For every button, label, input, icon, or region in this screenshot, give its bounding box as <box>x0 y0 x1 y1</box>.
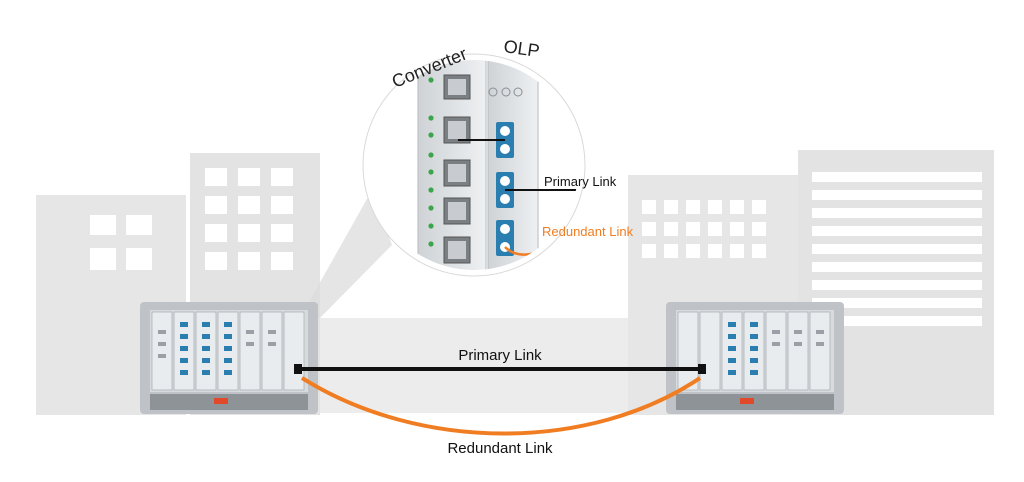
zoom-primary-link-label: Primary Link <box>544 174 617 189</box>
port-icon <box>698 364 706 374</box>
chassis-icon <box>666 302 844 414</box>
led-icon <box>428 77 434 247</box>
main-redundant-link-label: Redundant Link <box>447 440 553 457</box>
port-icon <box>496 122 514 256</box>
main-primary-link-label: Primary Link <box>458 347 542 364</box>
magnifier-cone <box>300 190 392 318</box>
redundant-link-cable <box>300 376 702 436</box>
olp-label: OLP <box>502 36 540 61</box>
zoomed-card-view <box>368 59 580 271</box>
zoom-redundant-link-label: Redundant Link <box>542 224 634 239</box>
port-icon <box>294 364 302 374</box>
chassis-icon <box>140 302 318 414</box>
building-icon <box>798 150 994 415</box>
